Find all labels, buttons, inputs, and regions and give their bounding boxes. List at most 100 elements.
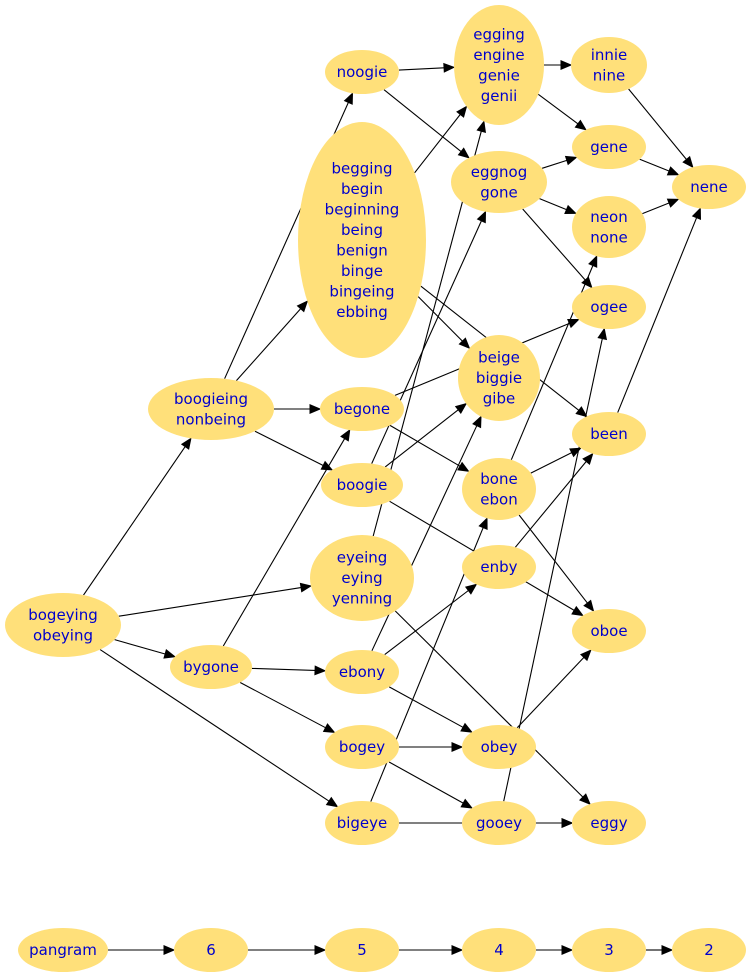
node-ellipse (310, 535, 414, 621)
node-bigeye: bigeye (325, 801, 399, 845)
node-been: been (572, 412, 646, 456)
node-ellipse (572, 609, 646, 653)
arrowhead (472, 415, 482, 429)
edge-bogeying-to-eyeing (118, 582, 313, 617)
arrowhead (163, 649, 177, 659)
node-label: bygone (183, 658, 239, 676)
arrowhead (567, 319, 580, 329)
edge-pangram-to-n6 (108, 945, 176, 955)
node-label: pangram (29, 941, 97, 959)
node-label: 6 (206, 941, 216, 959)
edge-line (383, 89, 462, 153)
node-enby: enby (462, 545, 536, 589)
edge-line (414, 114, 461, 174)
arrowhead (454, 402, 468, 415)
edge-line (389, 424, 461, 467)
node-ellipse (454, 5, 544, 125)
edge-ebony-to-enby (384, 583, 478, 656)
edge-line (394, 610, 584, 798)
node-label: eyeing (337, 549, 388, 567)
node-label: ebon (480, 490, 517, 508)
edge-eggnog-to-neon (539, 198, 577, 215)
arrowhead (560, 60, 573, 70)
node-ellipse (18, 928, 108, 972)
node-label: begging (332, 159, 393, 177)
node-ellipse (451, 151, 547, 213)
edge-bygone-to-ebony (251, 665, 327, 676)
arrowhead (457, 461, 470, 472)
node-ellipse (325, 650, 399, 694)
arrowhead (180, 437, 192, 450)
edge-begging-to-beige (417, 296, 471, 350)
node-label: genie (478, 66, 520, 84)
arrowhead (451, 945, 464, 955)
edge-eyeing-to-eggy (394, 610, 591, 806)
edge-line (388, 761, 464, 804)
node-label: bogeying (28, 606, 98, 624)
node-n6: 6 (174, 928, 248, 972)
node-ellipse (462, 928, 536, 972)
arrowhead (460, 798, 474, 809)
edge-bogey-to-gooey (388, 761, 474, 809)
edge-line (514, 461, 587, 548)
arrowhead (163, 945, 176, 955)
node-ellipse (462, 725, 536, 769)
node-label: 2 (704, 941, 714, 959)
arrowhead (340, 428, 351, 442)
edge-bogey-to-obey (399, 742, 464, 752)
node-ellipse (672, 165, 746, 209)
node-ebony: ebony (325, 650, 399, 694)
arrowhead (314, 665, 327, 676)
edge-n6-to-n5 (248, 945, 327, 955)
node-ellipse (5, 593, 121, 657)
arrowhead (682, 155, 694, 169)
arrowhead (476, 120, 486, 133)
arrowhead (588, 255, 598, 268)
arrowhead (457, 147, 470, 159)
edge-line (222, 438, 346, 647)
arrowhead (564, 155, 578, 166)
node-label: eggy (590, 814, 627, 832)
edge-line (239, 682, 326, 729)
arrowhead (581, 276, 593, 289)
arrowhead (580, 649, 592, 662)
node-label: benign (336, 241, 387, 259)
node-eggy: eggy (572, 801, 646, 845)
node-bogey: bogey (325, 725, 399, 769)
node-label: boogie (337, 476, 388, 494)
edge-line (235, 308, 302, 381)
node-label: gone (480, 183, 517, 201)
node-ellipse (462, 801, 536, 845)
node-label: egging (473, 25, 524, 43)
edge-line (642, 202, 670, 215)
node-label: binge (341, 262, 383, 280)
edge-noogie-to-egging (398, 62, 456, 73)
node-label: begone (334, 400, 390, 418)
node-label: 5 (357, 941, 367, 959)
node-ellipse (320, 387, 404, 431)
edge-line (384, 590, 469, 656)
node-begging: beggingbeginbeginningbeingbenignbingebin… (298, 122, 426, 358)
edge-line (114, 639, 166, 655)
arrowhead (456, 105, 468, 118)
arrowhead (296, 300, 309, 313)
edge-line (83, 446, 186, 596)
edge-begging-to-egging (414, 105, 468, 174)
node-label: oboe (590, 622, 627, 640)
edge-gene-to-nene (639, 158, 680, 176)
arrowhead (597, 327, 608, 341)
edge-line (398, 67, 445, 71)
node-ellipse (325, 50, 399, 94)
arrowhead (561, 945, 574, 955)
node-label: engine (473, 46, 524, 64)
node-n3: 3 (572, 928, 646, 972)
edge-n3-to-n2 (646, 945, 674, 955)
edge-line (371, 425, 478, 652)
arrowhead (343, 92, 354, 105)
edge-line (503, 338, 603, 802)
node-label: innie (591, 46, 628, 64)
